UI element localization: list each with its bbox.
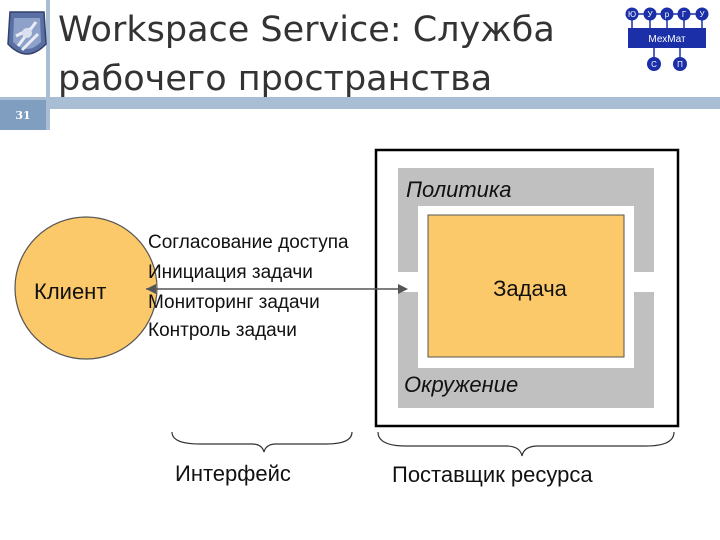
environment-label: Окружение <box>404 372 519 397</box>
header-divider-vertical <box>46 0 50 130</box>
operation-monitor-task: Мониторинг задачи <box>148 292 320 313</box>
client-label: Клиент <box>34 279 107 304</box>
logo-letter-5: У <box>699 10 705 19</box>
logo-bottom-letter-1: С <box>651 60 657 69</box>
header-divider-bar <box>0 97 720 109</box>
arrow-head-left <box>146 284 156 294</box>
mechmat-label: МехМат <box>648 34 686 45</box>
policy-label: Политика <box>406 177 512 202</box>
university-emblem-icon <box>7 11 47 55</box>
slide-number: 31 <box>0 100 46 130</box>
arrow-head-right <box>398 284 408 294</box>
logo-bottom-letter-2: П <box>677 60 683 69</box>
provider-brace <box>377 431 675 457</box>
interface-brace <box>171 431 353 453</box>
logo-letter-circle-4 <box>677 7 691 21</box>
logo-letter-circle-5 <box>695 7 709 21</box>
logo-letter-2: У <box>647 10 653 19</box>
workspace-diagram <box>14 148 680 457</box>
slide-title-line-1: Workspace Service: Служба <box>58 10 555 50</box>
operation-initiate-task: Инициация задачи <box>148 262 313 283</box>
operation-control-task: Контроль задачи <box>148 320 297 341</box>
slide-title: Workspace Service: Служба рабочего прост… <box>58 6 618 104</box>
task-label: Задача <box>493 276 567 301</box>
task-box <box>427 214 625 358</box>
slide-title-line-2: рабочего пространства <box>58 59 493 99</box>
logo-letter-circle-3 <box>660 7 674 21</box>
mechmat-box <box>628 28 706 48</box>
logo-letter-4: Г <box>682 10 687 19</box>
interface-label: Интерфейс <box>175 461 291 486</box>
logo-letter-1: Ю <box>628 10 636 19</box>
operation-negotiate-access: Согласование доступа <box>148 232 349 253</box>
frame-gap-right <box>634 272 654 292</box>
logo-letter-circle-2 <box>643 7 657 21</box>
logo-letter-circle-1 <box>625 7 639 21</box>
client-circle <box>14 216 158 360</box>
logo-letter-3: р <box>665 10 670 19</box>
resource-provider-label: Поставщик ресурса <box>392 462 593 487</box>
